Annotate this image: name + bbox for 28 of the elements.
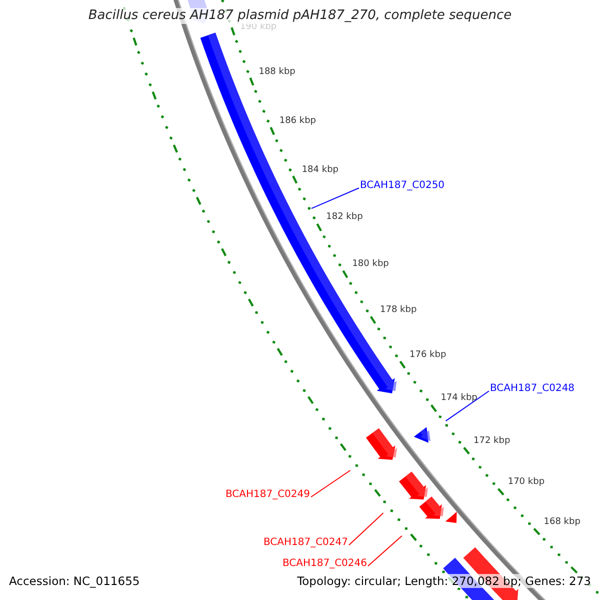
gene-feature [414,427,430,443]
gene-feature [366,428,398,460]
gene-label: BCAH187_C0246 [282,558,367,570]
gene-feature [399,472,428,500]
leader-line [368,535,402,566]
leader-line [348,512,384,546]
gene-label: BCAH187_C0250 [360,180,445,192]
leader-line [445,390,490,422]
gene-label: BCAH187_C0247 [263,537,348,549]
scale-label: 168 kbp [544,516,580,528]
gene-label: BCAH187_C0249 [225,489,310,501]
scale-label: 184 kbp [302,164,339,176]
scale-label: 178 kbp [380,304,417,316]
gene-label: BCAH187_C0248 [490,383,575,395]
accession-text: Accession: NC_011655 [9,574,140,588]
scale-label: 186 kbp [279,116,316,127]
leader-line [310,470,351,498]
scale-label: 182 kbp [326,212,363,224]
scale-label: 180 kbp [352,259,389,270]
leader-line [310,188,360,209]
title: Bacillus cereus AH187 plasmid pAH187_270, complete sequence [88,8,512,24]
scale-label: 174 kbp [440,393,478,404]
scale-label: 172 kbp [474,436,510,447]
sequence-info-text: Topology: circular; Length: 270,082 bp; Genes: 273 [297,574,591,588]
gene-feature [419,496,444,519]
scale-label: 188 kbp [258,66,296,78]
scale-label: 170 kbp [508,476,545,488]
scale-label: 176 kbp [410,350,446,361]
